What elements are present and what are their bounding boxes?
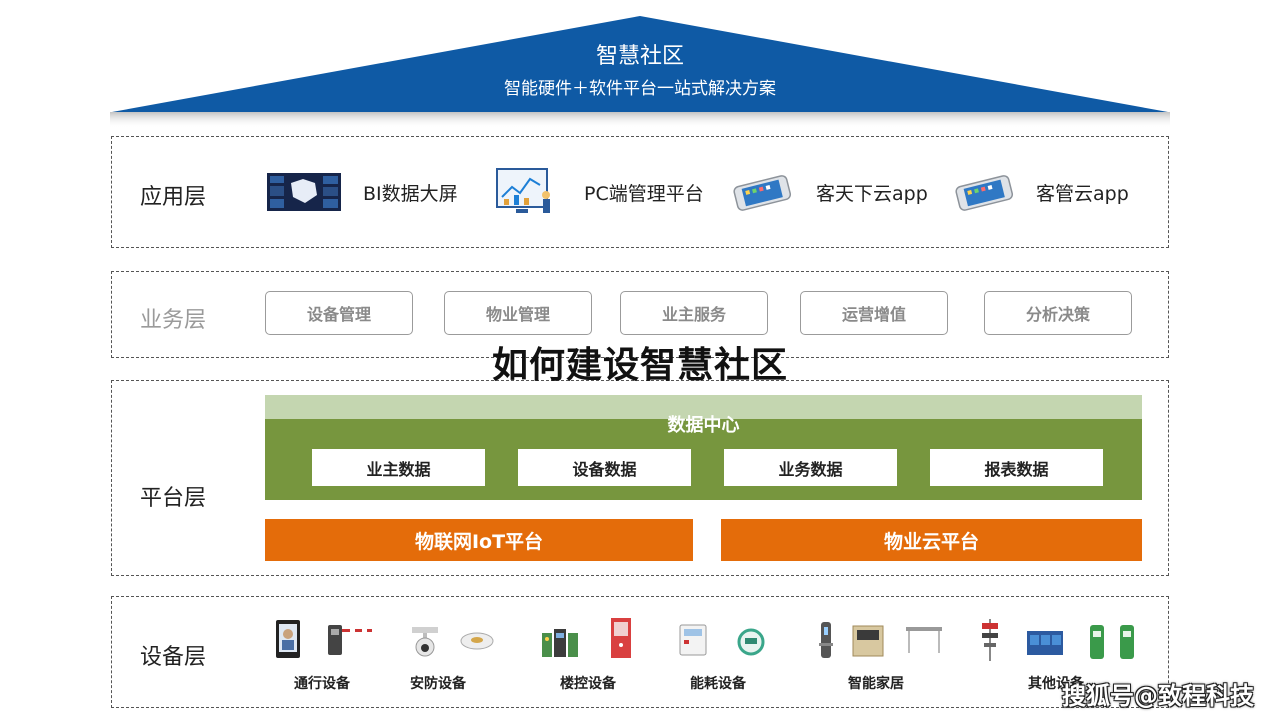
device-layer: 设备层 <box>111 596 1169 708</box>
data-center-panel: 数据中心 业主数据 设备数据 业务数据 报表数据 <box>265 415 1142 500</box>
app-item-label: BI数据大屏 <box>363 182 458 205</box>
control-cabinet-icon <box>611 618 631 658</box>
app-item-label: 客天下云app <box>816 182 928 205</box>
app-item-pc-platform[interactable]: PC端管理平台 <box>494 137 704 247</box>
business-layer-label: 业务层 <box>140 308 207 333</box>
property-cloud-platform-bar[interactable]: 物业云平台 <box>721 519 1142 561</box>
sorting-bins-icon <box>1027 631 1063 655</box>
face-recognition-terminal-icon <box>276 620 300 658</box>
device-group-access: 通行设备 <box>294 676 350 692</box>
smart-panel-icon <box>852 625 884 657</box>
data-center-item-report-data[interactable]: 报表数据 <box>930 449 1103 486</box>
platform-layer-label: 平台层 <box>140 486 207 511</box>
data-center-title: 数据中心 <box>667 415 740 436</box>
device-group-smart-home: 智能家居 <box>848 676 904 692</box>
app-item-ketianxia-app[interactable]: 客天下云app <box>732 137 928 247</box>
dashboard-screen-icon <box>267 173 341 211</box>
barrier-gate-icon <box>328 625 372 655</box>
water-meter-icon <box>737 628 765 656</box>
data-center-header-strip <box>265 395 1142 419</box>
roof-title: 智慧社区 <box>595 44 684 69</box>
charging-pile-icon <box>1090 625 1134 659</box>
curtain-track-icon <box>906 627 942 653</box>
roof-banner <box>110 16 1170 128</box>
app-item-keguanyun-app[interactable]: 客管云app <box>954 137 1129 247</box>
device-group-other: 其他设备 <box>1028 676 1084 692</box>
business-item-property-management[interactable]: 物业管理 <box>444 291 592 335</box>
building-controller-icon <box>542 629 578 657</box>
roof-subtitle: 智能硬件＋软件平台一站式解决方案 <box>504 79 776 99</box>
smartphone-icon <box>733 175 792 211</box>
monitor-chart-icon <box>496 168 550 213</box>
data-center-item-device-data[interactable]: 设备数据 <box>518 449 691 486</box>
device-group-energy: 能耗设备 <box>690 676 746 692</box>
business-item-analysis-decision[interactable]: 分析决策 <box>984 291 1132 335</box>
electric-meter-icon <box>679 624 707 656</box>
business-layer: 业务层 设备管理 物业管理 业主服务 运营增值 分析决策 <box>111 271 1169 358</box>
weather-station-icon <box>982 619 998 661</box>
app-item-label: PC端管理平台 <box>584 182 704 205</box>
device-group-building-control: 楼控设备 <box>560 676 616 692</box>
app-item-label: 客管云app <box>1036 182 1129 205</box>
data-center-item-owner-data[interactable]: 业主数据 <box>312 449 485 486</box>
overlay-title: 如何建设智慧社区 <box>491 345 788 386</box>
dome-camera-icon <box>412 627 438 657</box>
watermark: 搜狐号@致程科技 <box>1062 682 1254 710</box>
device-layer-label: 设备层 <box>140 645 207 670</box>
app-layer-label: 应用层 <box>140 185 207 210</box>
device-group-security: 安防设备 <box>410 676 466 692</box>
business-item-device-management[interactable]: 设备管理 <box>265 291 413 335</box>
platform-layer: 平台层 数据中心 业主数据 设备数据 业务数据 报表数据 物联网IoT平台 物业… <box>111 380 1169 576</box>
smart-lock-icon <box>819 622 833 658</box>
smartphone-icon <box>955 175 1014 211</box>
business-item-operation-value-added[interactable]: 运营增值 <box>800 291 948 335</box>
data-center-item-business-data[interactable]: 业务数据 <box>724 449 897 486</box>
smoke-detector-icon <box>460 632 494 650</box>
iot-platform-bar[interactable]: 物联网IoT平台 <box>265 519 693 561</box>
app-layer: 应用层 BI数据大屏 PC端管理平台 <box>111 136 1169 248</box>
business-item-owner-service[interactable]: 业主服务 <box>620 291 768 335</box>
app-item-bi-screen[interactable]: BI数据大屏 <box>267 137 458 247</box>
